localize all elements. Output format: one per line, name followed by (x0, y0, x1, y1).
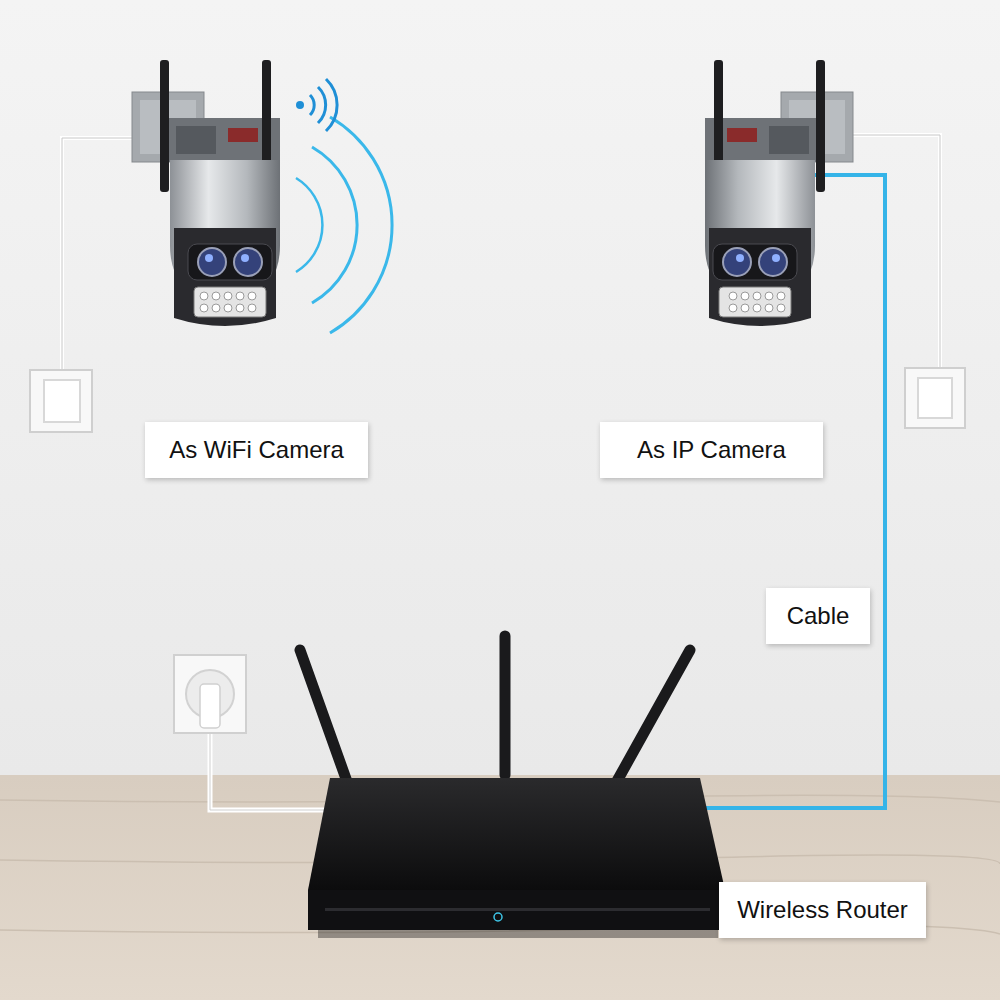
cable-label-box: Cable (766, 588, 870, 644)
label-text: Cable (787, 602, 850, 630)
label-text: As IP Camera (637, 436, 786, 464)
label-text: Wireless Router (737, 896, 908, 924)
router-label-box: Wireless Router (719, 882, 926, 938)
caption-box: As WiFi Camera (145, 422, 368, 478)
caption-box: As IP Camera (600, 422, 823, 478)
label-text: As WiFi Camera (169, 436, 344, 464)
